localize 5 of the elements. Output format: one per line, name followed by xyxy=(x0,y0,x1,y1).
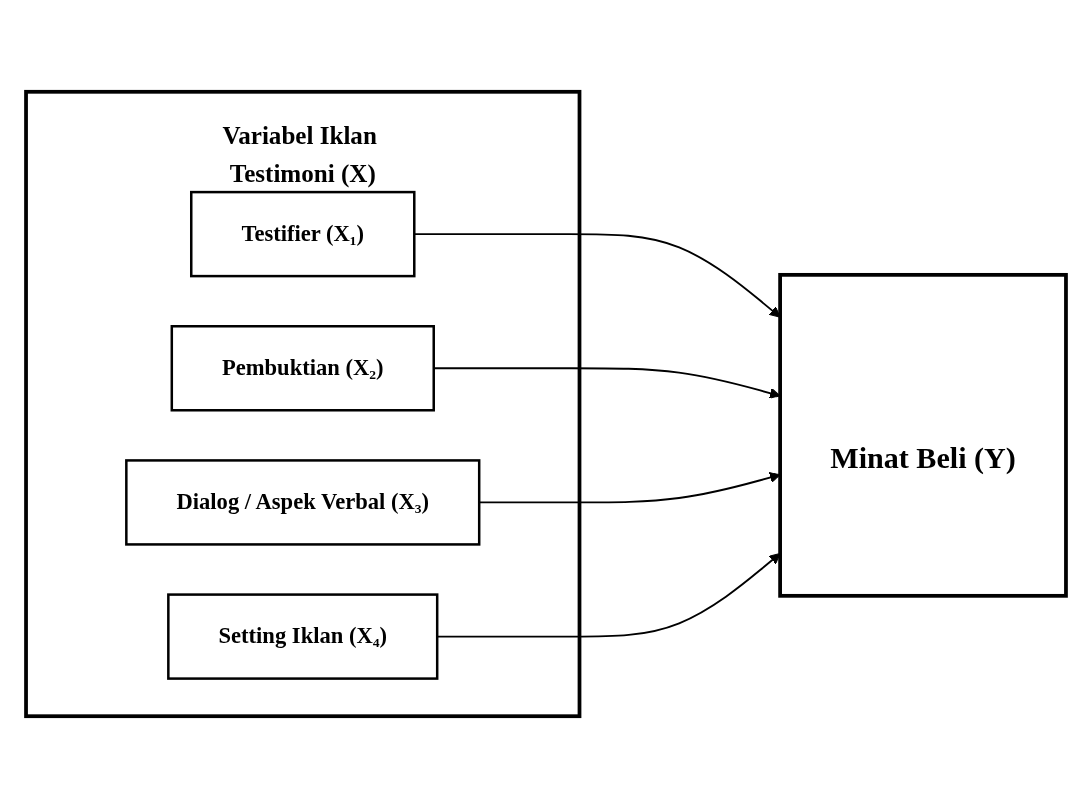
node-box: Setting Iklan (X₄) xyxy=(166,592,438,680)
node-box: Pembuktian (X₂) xyxy=(170,324,435,412)
node-box: Dialog / Aspek Verbal (X₃) xyxy=(124,458,480,546)
node-box: Testifier (X₁) xyxy=(189,190,416,277)
node-box: Minat Beli (Y) xyxy=(777,272,1068,598)
